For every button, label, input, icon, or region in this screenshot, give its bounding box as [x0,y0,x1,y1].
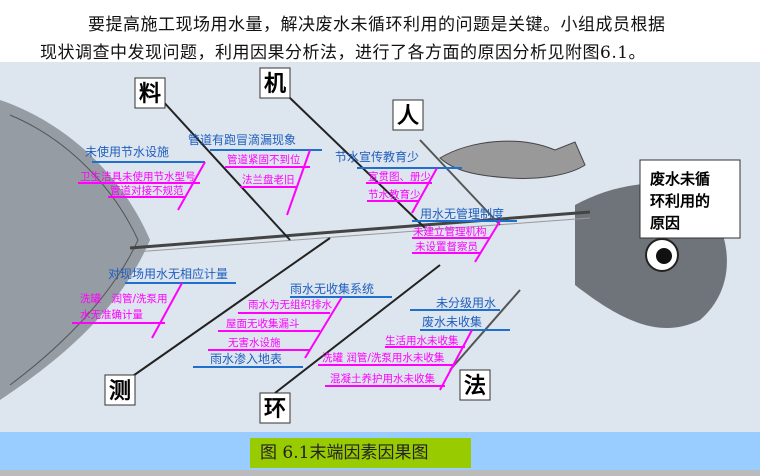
category-machine: 机 [259,67,291,99]
category-environment: 环 [259,392,291,424]
svg-text:料: 料 [139,82,161,107]
svg-text:环: 环 [264,397,286,422]
svg-text:环利用的: 环利用的 [650,192,710,210]
sub-cause-label: 洗罐 润管/洗泵用水未收集 [322,351,445,364]
svg-text:废水未循: 废水未循 [650,170,710,188]
sub-cause-label: 生活用水未收集 [385,334,459,347]
cause-label: 管道有跑冒滴漏现象 [188,132,296,147]
cause-label: 未分级用水 [436,296,496,310]
svg-text:人: 人 [397,104,419,129]
sub-cause-label: 管道紧固不到位 [227,153,301,166]
category-measure: 测 [104,374,136,406]
sub-cause-label: 宣贯图、册少 [368,170,431,183]
sub-cause-label: 节水教育少 [368,188,421,201]
category-man: 人 [392,99,424,131]
sub-cause-label: 卫生洁具未使用节水型号 [80,170,196,183]
svg-text:测: 测 [109,379,131,404]
paragraph-line-1: 要提高施工现场用水量，解决废水未循环利用的问题是关键。小组成员根据 [88,15,666,35]
category-material: 料 [134,77,166,109]
cause-label: 节水宣传教育少 [335,149,419,164]
divider [0,470,760,476]
sub-cause-label: 未设置督察员 [415,240,478,253]
sub-cause-label: 水无准确计量 [80,308,143,321]
category-method: 法 [459,369,491,401]
cause-label: 雨水渗入地表 [210,351,282,366]
figure-caption: 图 6.1末端因素因果图 [250,438,471,468]
paragraph-line-2: 现状调查中发现问题，利用因果分析法，进行了各方面的原因分析见附图6.1。 [40,43,647,63]
cause-label: 雨水无收集系统 [290,281,374,296]
sub-cause-label: 无害水设施 [228,336,281,349]
sub-cause-label: 雨水为无组织排水 [248,298,332,311]
sub-cause-label: 洗罐 润管/洗泵用 [80,292,168,305]
svg-text:原因: 原因 [650,214,680,232]
spine [129,210,591,250]
cause-label: 废水未收集 [422,314,482,329]
sub-cause-label: 未建立管理机构 [413,225,487,238]
svg-text:机: 机 [264,72,286,97]
cause-label: 用水无管理制度 [420,206,504,221]
cause-label: 对现场用水无相应计量 [108,266,228,281]
effect-box: 废水未循 环利用的 原因 [639,159,741,239]
fishbone-figure: 料 机 人 测 环 法 废水未循 环利用的 原因 未使用节水设施 卫 [0,62,760,432]
svg-text:法: 法 [464,374,486,399]
fishbone-diagram: 料 机 人 测 环 法 废水未循 环利用的 原因 未使用节水设施 卫 [0,67,741,424]
sub-cause-label: 混凝土养护用水未收集 [330,372,435,385]
sub-cause-label: 管道对接不规范 [110,184,184,197]
sub-cause-label: 屋面无收集漏斗 [226,317,300,330]
sub-cause-label: 法兰盘老旧 [242,173,295,186]
cause-label: 未使用节水设施 [85,144,169,159]
fish-tail [0,100,150,400]
cat-figure [439,140,586,179]
intro-paragraph: 要提高施工现场用水量，解决废水未循环利用的问题是关键。小组成员根据 现状调查中发… [0,0,760,63]
